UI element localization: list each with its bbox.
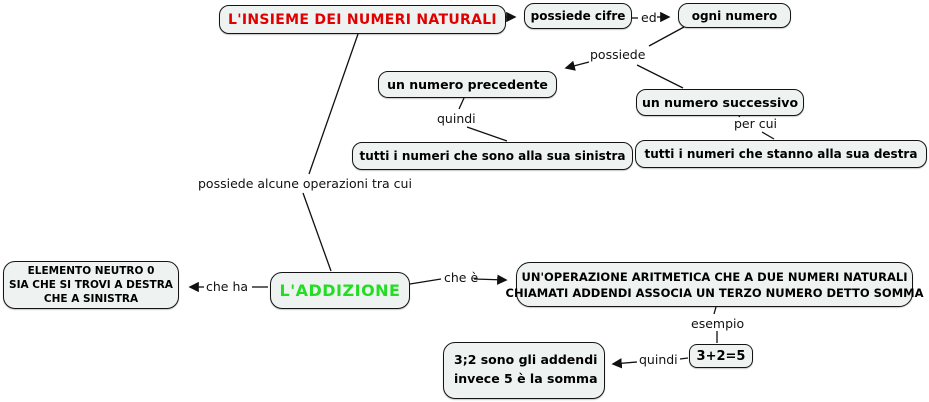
node-addizione[interactable]: L'ADDIZIONE: [270, 272, 410, 309]
elemento-line-2: SIA CHE SI TROVI A DESTRA: [9, 279, 173, 291]
elemento-line-1: ELEMENTO NEUTRO 0: [27, 265, 155, 277]
elemento-line-3: CHE A SINISTRA: [43, 293, 139, 305]
node-numero-successivo[interactable]: un numero successivo: [636, 89, 804, 116]
link-label-quindi-top[interactable]: quindi: [437, 111, 476, 126]
link-label-possiede[interactable]: possiede: [590, 47, 646, 62]
addendi-line-1: 3;2 sono gli addendi: [454, 352, 598, 367]
link-label-che-ha[interactable]: che ha: [206, 279, 249, 294]
operazione-line-2: CHIAMATI ADDENDI ASSOCIA UN TERZO NUMERO…: [505, 285, 924, 300]
link-label-che-e[interactable]: che è: [444, 270, 479, 285]
node-numero-precedente[interactable]: un numero precedente: [378, 71, 557, 98]
node-possiede-cifre[interactable]: possiede cifre: [524, 3, 632, 29]
link-label-per-cui[interactable]: per cui: [734, 116, 778, 131]
link-label-ed[interactable]: ed: [641, 10, 657, 25]
node-numeri-destra[interactable]: tutti i numeri che stanno alla sua destr…: [635, 140, 927, 168]
link-label-possiede-operazioni[interactable]: possiede alcune operazioni tra cui: [198, 176, 412, 191]
node-addendi-somma[interactable]: 3;2 sono gli addendi invece 5 è la somma: [443, 342, 605, 399]
link-label-quindi-bottom[interactable]: quindi: [639, 352, 678, 367]
node-calcolo-esempio[interactable]: 3+2=5: [689, 344, 753, 368]
link-label-esempio[interactable]: esempio: [691, 316, 745, 331]
node-elemento-neutro[interactable]: ELEMENTO NEUTRO 0 SIA CHE SI TROVI A DES…: [3, 261, 179, 309]
addendi-line-2: invece 5 è la somma: [454, 371, 598, 386]
node-operazione-aritmetica[interactable]: UN'OPERAZIONE ARITMETICA CHE A DUE NUMER…: [506, 262, 924, 307]
node-ogni-numero[interactable]: ogni numero: [678, 3, 791, 28]
node-numeri-sinistra[interactable]: tutti i numeri che sono alla sua sinistr…: [352, 142, 633, 170]
operazione-line-1: UN'OPERAZIONE ARITMETICA CHE A DUE NUMER…: [521, 269, 908, 284]
node-insieme-numeri-naturali[interactable]: L'INSIEME DEI NUMERI NATURALI: [219, 5, 506, 34]
